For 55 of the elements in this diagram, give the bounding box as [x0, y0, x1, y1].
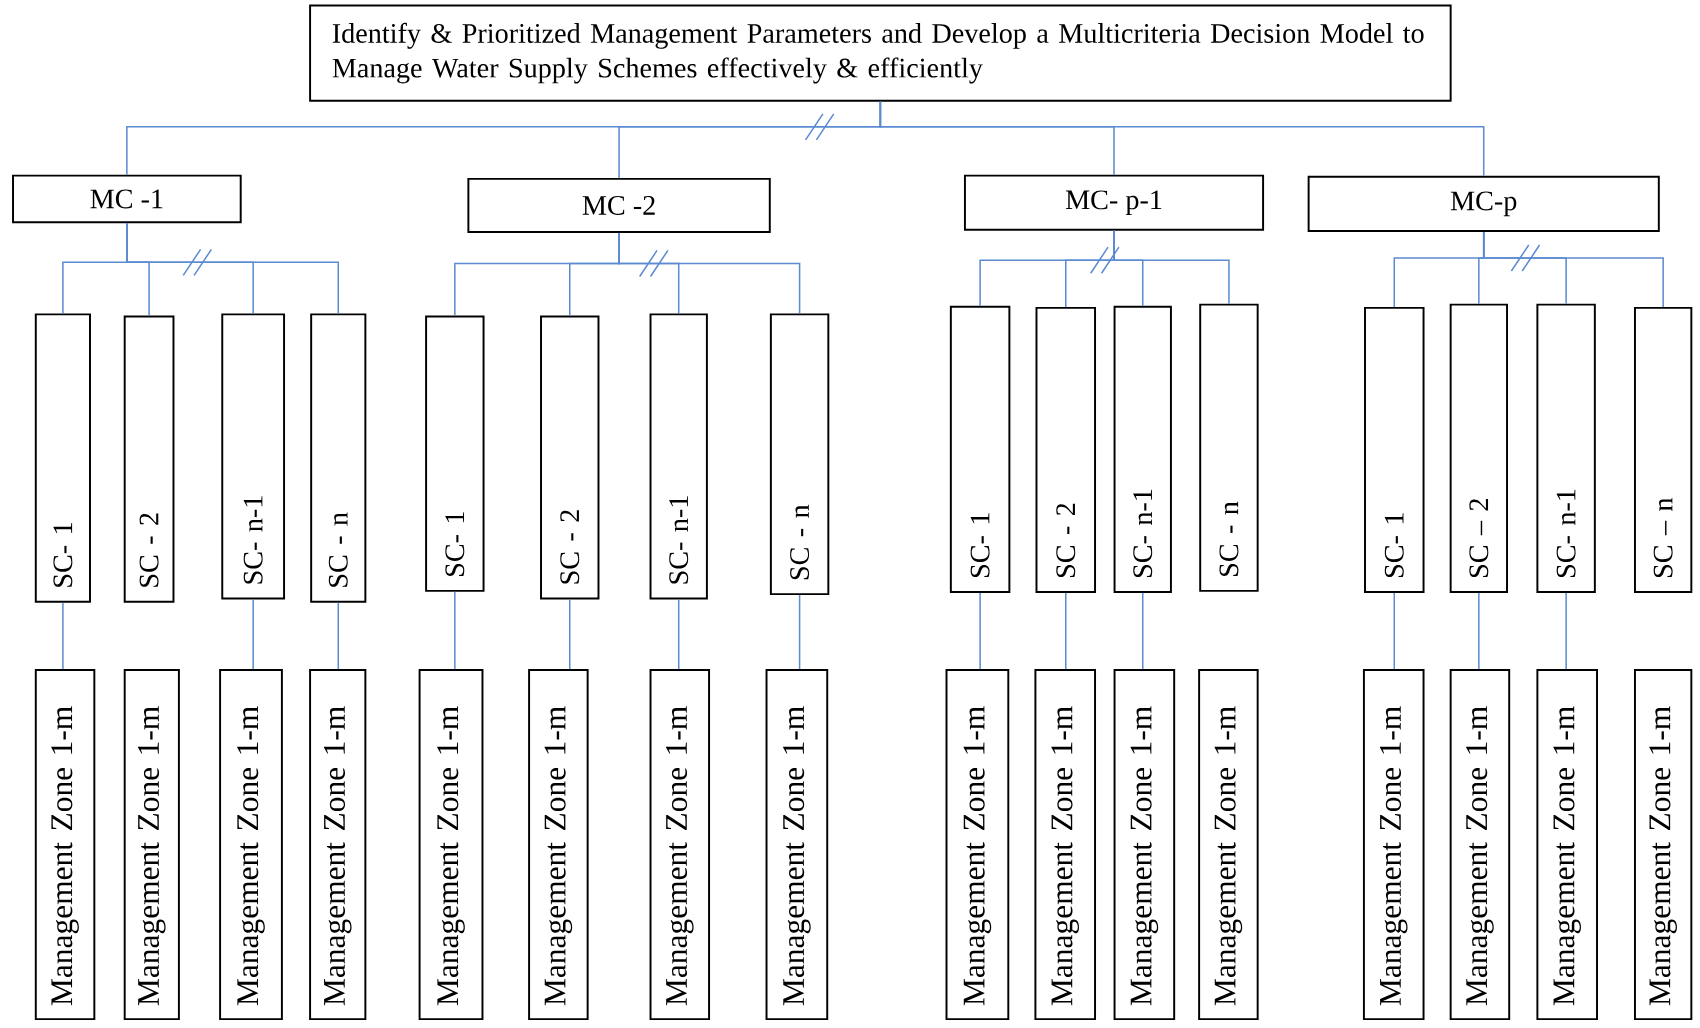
- criterion-box: MC- p-1: [963, 174, 1265, 231]
- sub-criterion-box: SC- n-1: [1536, 303, 1596, 593]
- connector-line: [1142, 592, 1144, 670]
- sub-criterion-box: SC - 2: [1035, 307, 1096, 593]
- sub-criterion-box: SC - 2: [123, 315, 175, 603]
- connector-line: [569, 598, 571, 670]
- zone-box: Management Zone 1-m: [1449, 669, 1511, 1021]
- zone-box: Management Zone 1-m: [649, 669, 711, 1021]
- sub-criterion-box: SC- n-1: [649, 313, 708, 600]
- sub-criterion-box: SC – n: [1634, 307, 1693, 593]
- zone-box: Management Zone 1-m: [1362, 669, 1425, 1021]
- zone-box: Management Zone 1-m: [34, 669, 96, 1021]
- zone-box: Management Zone 1-m: [418, 669, 484, 1021]
- connector-line: [677, 598, 680, 670]
- connector-line: [62, 602, 64, 670]
- zone-box: Management Zone 1-m: [219, 669, 283, 1021]
- zone-box: Management Zone 1-m: [309, 669, 367, 1021]
- connector-line: [1065, 592, 1067, 670]
- zone-box: Management Zone 1-m: [1634, 669, 1693, 1021]
- zone-box: Management Zone 1-m: [765, 669, 829, 1021]
- connector-line: [618, 232, 801, 315]
- criterion-box: MC -2: [467, 178, 771, 234]
- connector-line: [1482, 231, 1664, 308]
- zone-box: Management Zone 1-m: [1536, 669, 1598, 1021]
- zone-box: Management Zone 1-m: [1113, 669, 1176, 1021]
- connector-line: [1565, 592, 1567, 670]
- connector-line: [1113, 230, 1230, 305]
- sub-criterion-box: SC- n-1: [221, 313, 286, 600]
- sub-criterion-box: SC - n: [310, 313, 367, 603]
- zone-box: Management Zone 1-m: [123, 669, 180, 1021]
- criterion-box: MC-p: [1307, 175, 1660, 232]
- connector-line: [879, 101, 1485, 177]
- zone-box: Management Zone 1-m: [528, 669, 589, 1021]
- sub-criterion-box: SC - 2: [540, 315, 600, 600]
- sub-criterion-box: SC- n-1: [1113, 305, 1172, 593]
- connector-line: [337, 602, 340, 670]
- connector-line: [1478, 592, 1480, 670]
- sub-criterion-box: SC – 2: [1449, 303, 1508, 593]
- title-box: Identify & Prioritized Management Parameters and Develop a Multicriteria Decision Model to Manage Water Supply Schemes effectively & efficiently: [309, 4, 1452, 102]
- sub-criterion-box: SC - n: [769, 313, 830, 596]
- connector-line: [454, 591, 456, 670]
- sub-criterion-box: SC- 1: [34, 313, 91, 603]
- connector-line: [126, 222, 340, 315]
- sub-criterion-box: SC- 1: [425, 315, 485, 592]
- criterion-box: MC -1: [12, 174, 242, 224]
- connector-line: [979, 592, 981, 670]
- sub-criterion-box: SC- 1: [949, 305, 1011, 593]
- zone-box: Management Zone 1-m: [945, 669, 1010, 1021]
- connector-line: [1393, 592, 1396, 670]
- sub-criterion-box: SC - n: [1199, 303, 1259, 592]
- connector-line: [798, 594, 801, 670]
- zone-box: Management Zone 1-m: [1198, 669, 1259, 1021]
- sub-criterion-box: SC- 1: [1364, 307, 1425, 593]
- connector-line: [252, 598, 254, 670]
- zone-box: Management Zone 1-m: [1034, 669, 1096, 1021]
